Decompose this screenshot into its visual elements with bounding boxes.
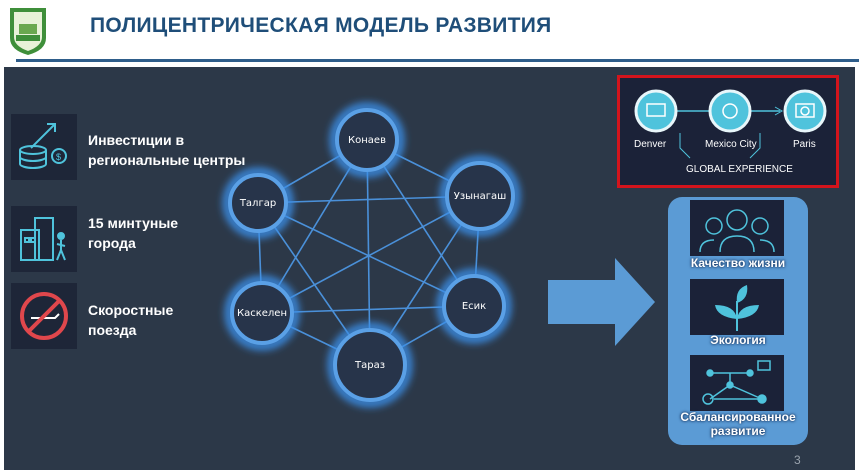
plant-icon bbox=[690, 279, 784, 335]
global-experience-box: Denver Mexico City Paris GLOBAL EXPERIEN… bbox=[617, 75, 839, 188]
network-edge bbox=[261, 195, 481, 314]
network-node: Каскелен bbox=[225, 276, 299, 350]
page-number: 3 bbox=[794, 453, 801, 467]
network-node: Есик bbox=[437, 269, 511, 343]
outcomes-panel: Качество жизни Экология Сбалансированное… bbox=[668, 197, 808, 445]
network-node-label: Узынагаш bbox=[454, 191, 507, 202]
mexico-city-icon bbox=[708, 89, 752, 133]
header-divider bbox=[16, 59, 859, 62]
global-experience-caption: GLOBAL EXPERIENCE bbox=[686, 164, 793, 175]
city-denver: Denver bbox=[634, 139, 667, 150]
outcome-balanced-development: Сбалансированное развитие bbox=[680, 410, 796, 438]
investment-icon: $ bbox=[11, 114, 77, 180]
global-route-diagram bbox=[634, 89, 827, 159]
network-node-label: Талгар bbox=[239, 198, 276, 209]
slide-header: ПОЛИЦЕНТРИЧЕСКАЯ МОДЕЛЬ РАЗВИТИЯ bbox=[0, 0, 859, 64]
city-paris: Paris bbox=[793, 139, 816, 150]
outcome-quality-of-life: Качество жизни bbox=[690, 256, 786, 270]
city-mexico-city: Mexico City bbox=[705, 139, 757, 150]
network-node-label: Каскелен bbox=[237, 308, 287, 319]
network-node: Тараз bbox=[328, 323, 412, 407]
arrow-right-icon bbox=[548, 258, 655, 346]
city-walk-icon bbox=[11, 206, 77, 272]
svg-text:$: $ bbox=[56, 152, 61, 162]
page-title: ПОЛИЦЕНТРИЧЕСКАЯ МОДЕЛЬ РАЗВИТИЯ bbox=[90, 14, 552, 37]
paris-icon bbox=[783, 89, 827, 133]
university-logo bbox=[10, 8, 46, 55]
denver-icon bbox=[634, 89, 678, 133]
network-edge bbox=[257, 202, 475, 307]
people-icon bbox=[690, 200, 784, 256]
network-node-label: Есик bbox=[462, 301, 486, 312]
network-node-label: Конаев bbox=[348, 135, 386, 146]
network-node-label: Тараз bbox=[354, 360, 385, 371]
network-node: Узынагаш bbox=[440, 156, 520, 236]
network-node: Талгар bbox=[223, 168, 293, 238]
outcome-ecology: Экология bbox=[710, 333, 766, 347]
network-icon bbox=[690, 355, 784, 411]
network-node: Конаев bbox=[330, 103, 404, 177]
no-train-icon bbox=[11, 283, 77, 349]
